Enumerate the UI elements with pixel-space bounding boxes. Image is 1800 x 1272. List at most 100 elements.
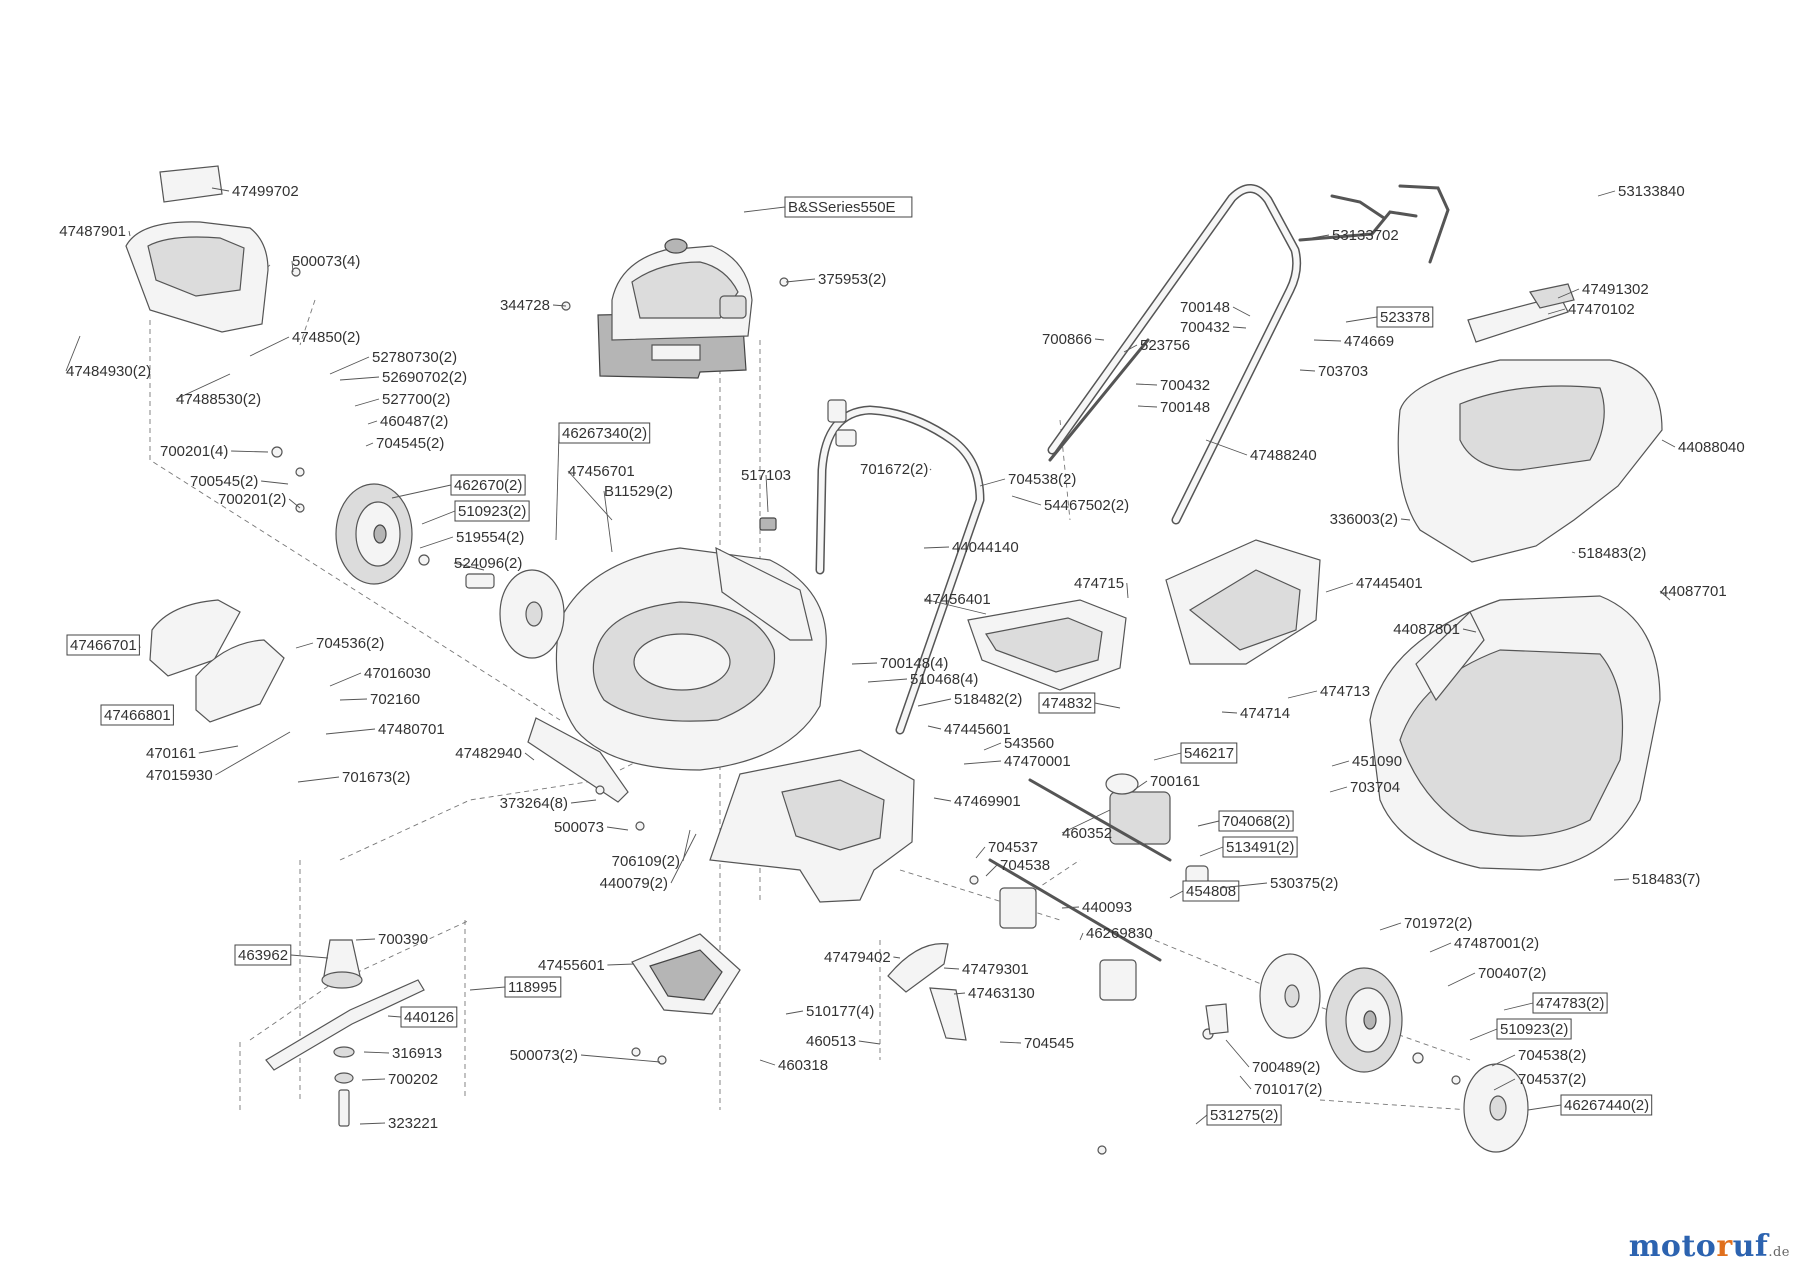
leader-line <box>128 230 131 237</box>
part-number: 460352 <box>1062 825 1112 842</box>
leader-line <box>1079 932 1084 941</box>
leader-line <box>929 468 932 471</box>
label-box <box>100 704 174 726</box>
part-label-83: 474832 <box>1038 692 1121 714</box>
part-number: 700489(2) <box>1252 1059 1320 1076</box>
leader-line <box>785 1010 804 1015</box>
leader-line <box>985 864 998 877</box>
part-label-63: 460513 <box>806 1033 881 1050</box>
leader-line <box>933 797 952 802</box>
leader-line <box>1197 820 1220 827</box>
leader-line <box>291 260 294 273</box>
part-number: 500073(2) <box>510 1047 578 1064</box>
part-number: 700201(4) <box>160 443 228 460</box>
part-number: 47016030 <box>364 665 431 682</box>
part-number: 706109(2) <box>612 853 680 870</box>
leader-line <box>421 510 456 525</box>
part-label-92: 530375(2) <box>1219 875 1338 892</box>
part-label-104: 518483(7) <box>1613 871 1700 888</box>
leader-line <box>1571 551 1576 554</box>
part-label-101: 518483(2) <box>1571 545 1646 562</box>
part-number: 704536(2) <box>316 635 384 652</box>
leader-line <box>1126 582 1129 599</box>
part-number: 52690702(2) <box>382 369 467 386</box>
part-label-79: 700148 <box>1137 399 1210 416</box>
leader-line <box>851 662 878 665</box>
part-number: B&SSeries550E <box>788 199 896 216</box>
label-box <box>1038 692 1096 714</box>
part-label-64: 460318 <box>759 1057 828 1074</box>
part-label-58: 700202 <box>361 1071 438 1088</box>
leader-line <box>1221 711 1238 714</box>
leader-line <box>917 698 952 707</box>
part-label-76: 523756 <box>1123 337 1190 354</box>
leader-line <box>297 776 340 783</box>
leader-line <box>453 562 485 571</box>
part-number: 704537(2) <box>1518 1071 1586 1088</box>
leader-line <box>65 335 81 372</box>
leader-line <box>1493 1078 1516 1091</box>
part-label-16: 519554(2) <box>419 529 524 549</box>
part-number: 462670(2) <box>454 477 522 494</box>
part-labels: 4749970247487901500073(4)47484930(2)4748… <box>59 183 1745 1132</box>
front-hubcap-drawing <box>499 569 565 659</box>
part-label-35: 47480701 <box>325 721 445 738</box>
part-number: 336003(2) <box>1330 511 1398 528</box>
label-box <box>1182 880 1240 902</box>
part-label-67: 47463130 <box>953 985 1035 1002</box>
leader-line <box>325 728 376 735</box>
part-number: 47015930 <box>146 767 213 784</box>
part-number: 704538(2) <box>1008 471 1076 488</box>
leader-line <box>355 938 376 941</box>
part-number: 474783(2) <box>1536 995 1604 1012</box>
part-number: 373264(8) <box>500 795 568 812</box>
part-number: 440079(2) <box>600 875 668 892</box>
part-label-53: 700390 <box>355 931 428 948</box>
part-label-60: 47455601 <box>538 957 635 974</box>
brand-tld: .de <box>1768 1245 1790 1260</box>
rear-cover-drawing <box>709 749 915 903</box>
part-label-94: 46269830 <box>1079 925 1153 942</box>
part-number: 47470102 <box>1568 301 1635 318</box>
part-label-78: 700432 <box>1135 377 1210 394</box>
part-number: 474714 <box>1240 705 1290 722</box>
part-label-13: 700201(2) <box>218 491 301 509</box>
leader-line <box>606 826 629 831</box>
part-label-25: 701672(2) <box>860 461 932 478</box>
leader-line <box>785 278 816 283</box>
part-label-107: 700407(2) <box>1447 965 1546 987</box>
part-label-65: 47479402 <box>824 949 901 966</box>
part-label-74: 474669 <box>1313 333 1394 350</box>
leader-line <box>603 490 613 553</box>
part-number: 47488240 <box>1250 447 1317 464</box>
part-number: 543560 <box>1004 735 1054 752</box>
part-number: 700432 <box>1180 319 1230 336</box>
part-number: 527700(2) <box>382 391 450 408</box>
front-hood-drawing <box>125 165 269 333</box>
part-number: 700432 <box>1160 377 1210 394</box>
part-label-77: 703703 <box>1299 363 1368 380</box>
part-label-109: 510923(2) <box>1469 1018 1572 1041</box>
leader-line <box>1199 846 1224 857</box>
upper-handle-drawing <box>1047 184 1450 525</box>
leader-line <box>759 1059 776 1066</box>
leader-line <box>923 546 950 549</box>
part-label-20: B11529(2) <box>603 483 673 553</box>
leader-line <box>1137 405 1158 408</box>
part-number: 700390 <box>378 931 428 948</box>
leader-line <box>1429 942 1452 953</box>
deck-drawing <box>527 546 827 803</box>
part-label-97: 47491302 <box>1557 281 1649 299</box>
leader-line <box>1133 780 1148 791</box>
leader-line <box>983 742 1002 751</box>
motoruf-watermark: motoruf.de <box>1629 1229 1790 1264</box>
part-label-87: 700161 <box>1133 773 1200 791</box>
leader-line <box>1331 760 1350 767</box>
part-label-17: 524096(2) <box>453 555 522 572</box>
leader-line <box>570 799 597 804</box>
part-label-6: 52780730(2) <box>329 349 457 375</box>
part-label-105: 701972(2) <box>1379 915 1472 932</box>
part-number: 323221 <box>388 1115 438 1132</box>
part-number: 510923(2) <box>458 503 526 520</box>
